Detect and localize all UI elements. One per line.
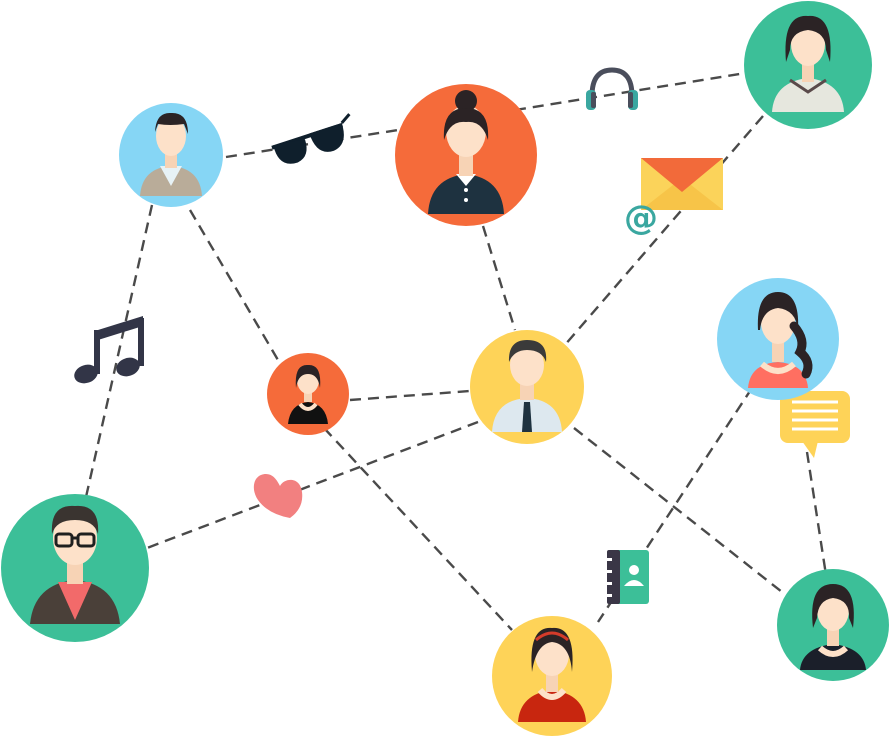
link-mantie-womanbob [573, 427, 783, 593]
connection-lines [84, 71, 828, 631]
link-girlsmall-mantie [349, 389, 471, 402]
chat-bubble-icon [780, 391, 850, 458]
link-manvest-girlsmall [188, 209, 280, 361]
link-girlsmall-womanheadband [323, 427, 513, 631]
person-man-tie[interactable] [470, 330, 584, 444]
person-woman-bob[interactable] [777, 569, 889, 681]
link-manvest-manglasses [84, 204, 154, 498]
link-manvest-womanbun [225, 128, 399, 159]
link-mantie-manglasses [146, 420, 479, 550]
envelope-icon [641, 158, 723, 210]
music-note-icon [74, 316, 144, 384]
link-womanbraid-womanheadband [596, 387, 754, 623]
link-womanbun-mantie [481, 225, 517, 331]
person-woman-bun[interactable] [395, 84, 537, 226]
person-girl-small[interactable] [267, 353, 349, 435]
at-sign-icon: @ [624, 198, 658, 238]
link-womancollar-mantie [563, 115, 764, 347]
person-woman-headband[interactable] [492, 616, 612, 736]
person-woman-braid[interactable] [717, 278, 839, 400]
link-womanbraid-womanbob [805, 451, 828, 576]
person-man-vest[interactable] [119, 103, 223, 207]
heart-icon [253, 474, 303, 518]
headphones-icon [586, 67, 638, 110]
contacts-book-icon [604, 550, 649, 604]
sunglasses-icon [271, 113, 351, 164]
person-man-glasses[interactable] [1, 494, 149, 642]
person-woman-collar[interactable] [744, 1, 872, 129]
